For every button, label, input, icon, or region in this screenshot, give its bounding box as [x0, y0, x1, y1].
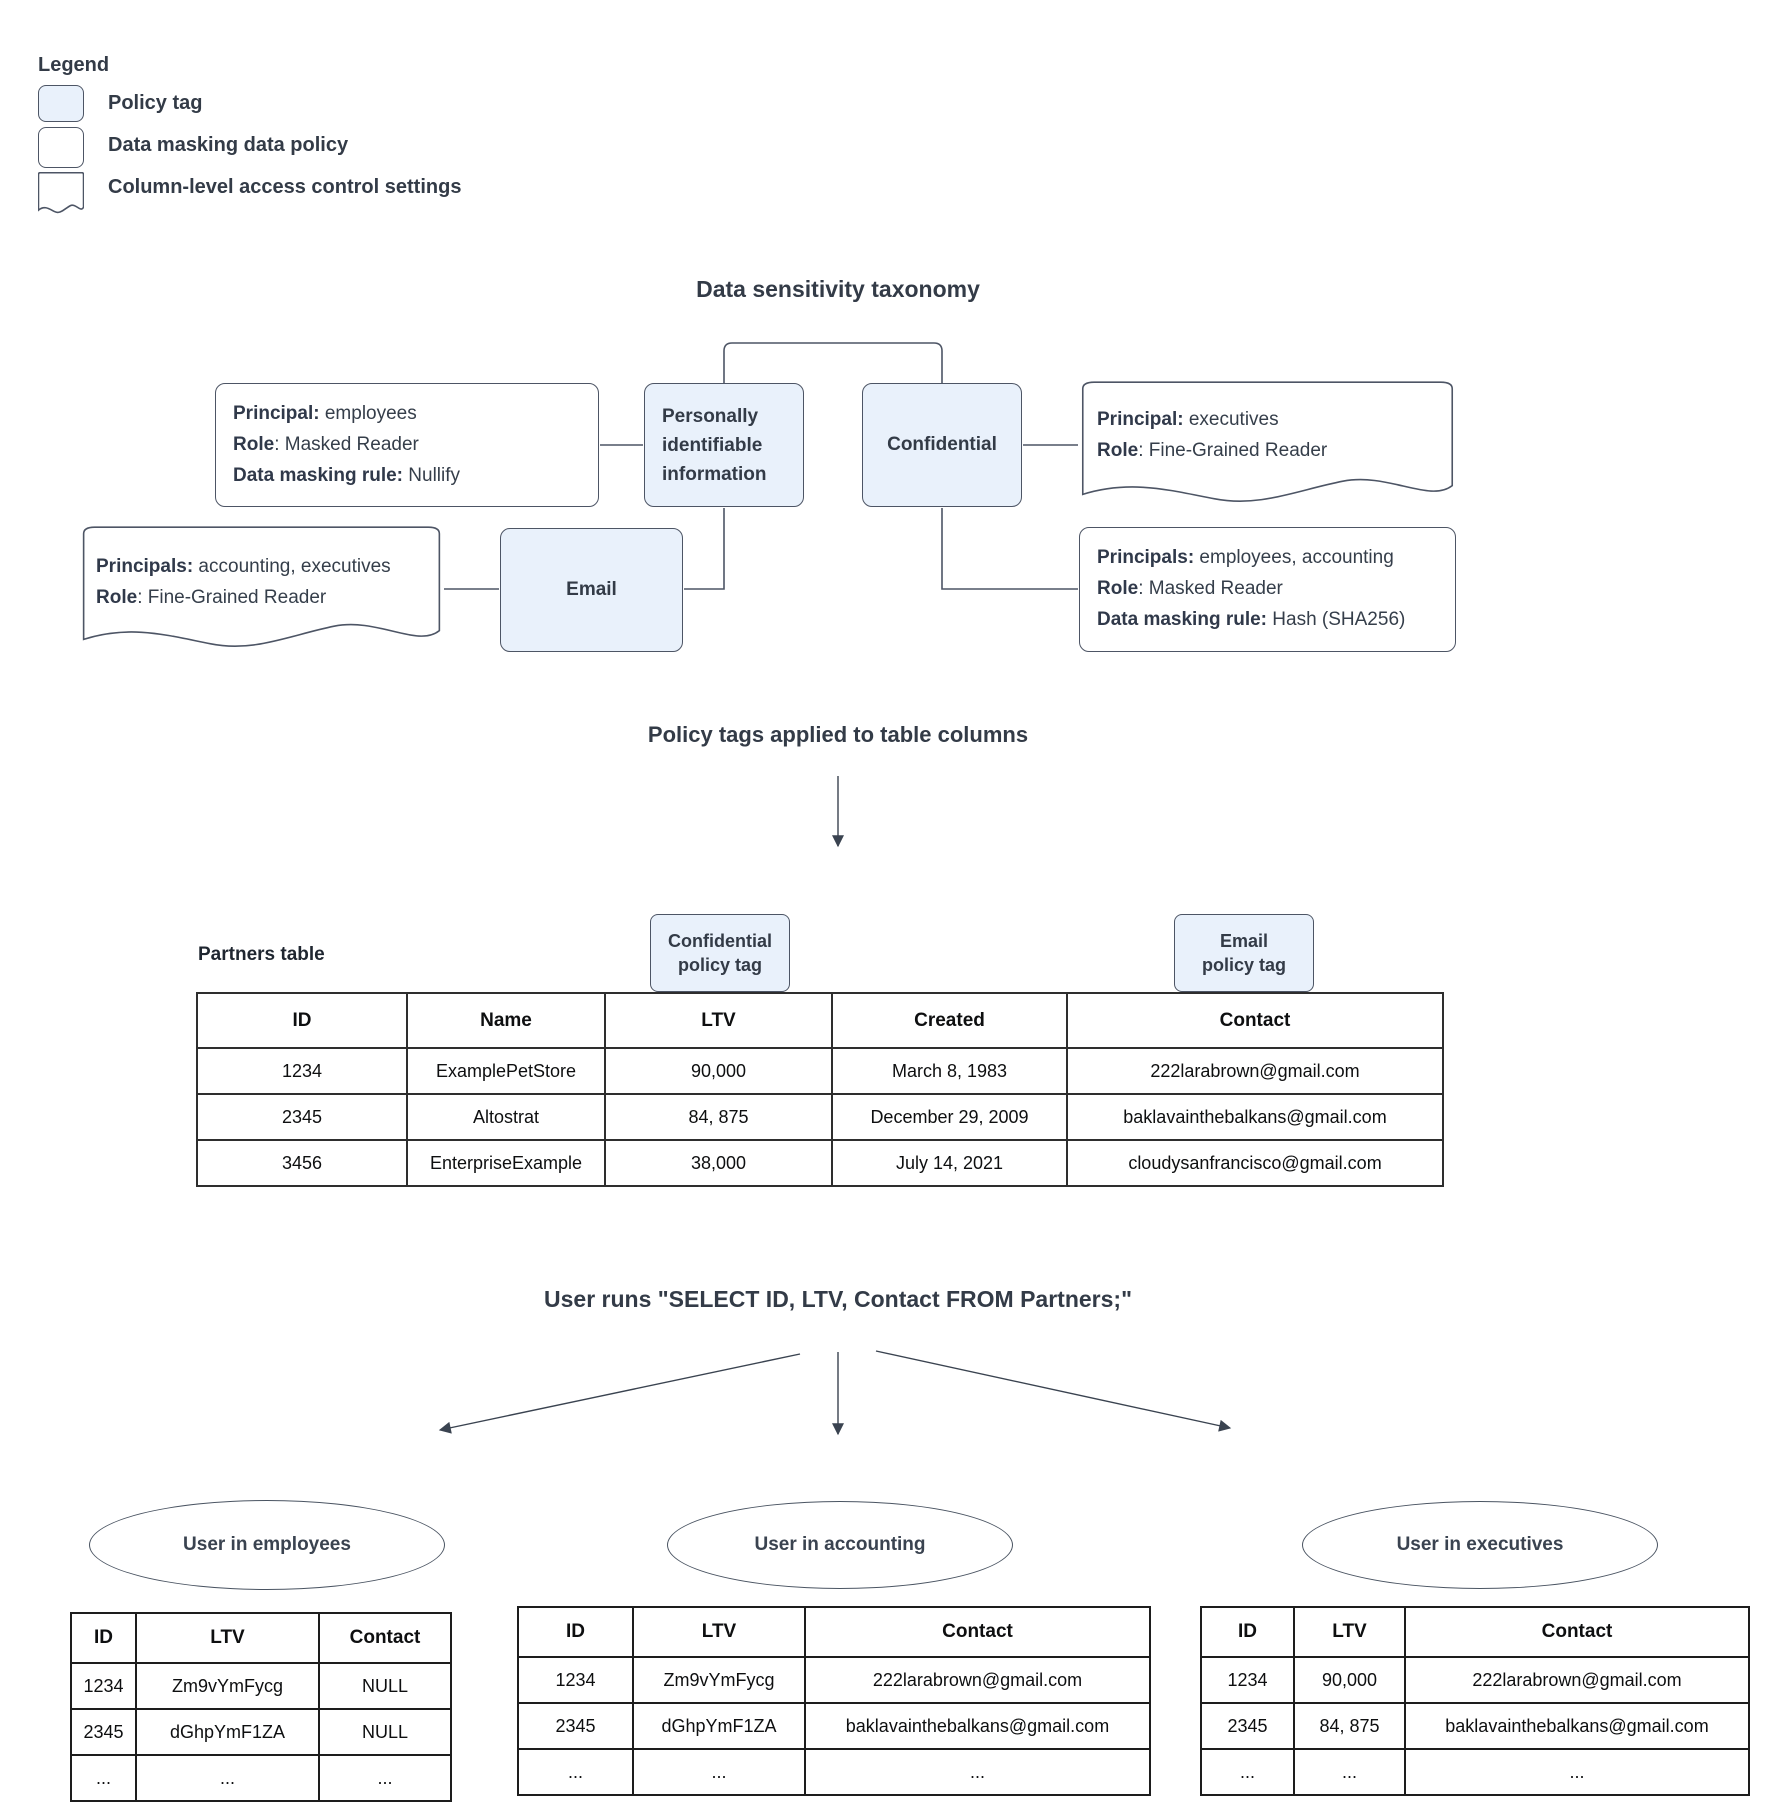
policy-line: Principal: executives	[1097, 409, 1279, 430]
access-control-swatch	[38, 172, 84, 216]
fan-arrow-right	[875, 1350, 1232, 1432]
table-header-row: ID Name LTV Created Contact	[196, 992, 1444, 1049]
user-employees-ellipse: User in employees	[89, 1500, 445, 1590]
user-accounting-ellipse: User in accounting	[667, 1501, 1013, 1589]
policy-line: Data masking rule: Nullify	[233, 465, 461, 486]
policy-line: Data masking rule: Hash (SHA256)	[1097, 609, 1406, 630]
connector-confidential-masking	[941, 508, 1078, 590]
table-row: ... ... ...	[517, 1748, 1151, 1796]
table-row: ... ... ...	[1200, 1748, 1750, 1796]
email-policy-tag: Email	[500, 528, 683, 652]
policy-line: Principals: accounting, executives	[96, 556, 391, 577]
table-row: 1234 90,000 222larabrown@gmail.com	[1200, 1656, 1750, 1704]
legend-access-control-label: Column-level access control settings	[108, 176, 462, 198]
policy-line: Principals: employees, accounting	[1097, 547, 1394, 568]
table-header-row: ID LTV Contact	[70, 1612, 452, 1664]
result-table-accounting: ID LTV Contact 1234 Zm9vYmFycg 222larabr…	[517, 1606, 1151, 1796]
masking-policy-confidential-box: Principals: employees, accounting Role: …	[1079, 527, 1456, 652]
table-row: 1234 ExamplePetStore 90,000 March 8, 198…	[196, 1047, 1444, 1095]
result-table-employees: ID LTV Contact 1234 Zm9vYmFycg NULL 2345…	[70, 1612, 452, 1802]
table-row: 1234 Zm9vYmFycg NULL	[70, 1662, 452, 1710]
tree-bracket-connector	[723, 342, 943, 384]
connector-email-pii	[684, 508, 725, 590]
table-row: 2345 dGhpYmF1ZA NULL	[70, 1708, 452, 1756]
access-control-confidential-box: Principal: executives Role: Fine-Grained…	[1079, 380, 1456, 512]
result-table-executives: ID LTV Contact 1234 90,000 222larabrown@…	[1200, 1606, 1750, 1796]
user-executives-ellipse: User in executives	[1302, 1501, 1658, 1589]
table-row: ... ... ...	[70, 1754, 452, 1802]
legend-data-policy-label: Data masking data policy	[108, 134, 349, 156]
table-row: 2345 Altostrat 84, 875 December 29, 2009…	[196, 1093, 1444, 1141]
confidential-tag-callout: Confidential policy tag	[650, 914, 790, 992]
policy-line: Role: Masked Reader	[233, 434, 419, 455]
table-header-row: ID LTV Contact	[1200, 1606, 1750, 1658]
policy-line: Role: Fine-Grained Reader	[1097, 440, 1328, 461]
partners-table: ID Name LTV Created Contact 1234 Example…	[196, 992, 1444, 1187]
fan-arrow-left	[438, 1353, 801, 1434]
query-title: User runs "SELECT ID, LTV, Contact FROM …	[544, 1286, 1132, 1312]
access-control-email-box: Principals: accounting, executives Role:…	[80, 525, 443, 657]
legend-policy-tag-label: Policy tag	[108, 92, 203, 114]
table-row: 2345 dGhpYmF1ZA baklavainthebalkans@gmai…	[517, 1702, 1151, 1750]
policy-line: Role: Fine-Grained Reader	[96, 587, 327, 608]
pii-policy-tag: Personally identifiable information	[644, 383, 804, 507]
masking-policy-pii-box: Principal: employees Role: Masked Reader…	[215, 383, 599, 507]
legend-title: Legend	[38, 54, 110, 76]
taxonomy-title: Data sensitivity taxonomy	[696, 276, 980, 302]
table-row: 1234 Zm9vYmFycg 222larabrown@gmail.com	[517, 1656, 1151, 1704]
policy-tag-swatch	[38, 85, 84, 122]
policy-line: Role: Masked Reader	[1097, 578, 1283, 599]
table-row: 2345 84, 875 baklavainthebalkans@gmail.c…	[1200, 1702, 1750, 1750]
confidential-policy-tag: Confidential	[862, 383, 1022, 507]
table-header-row: ID LTV Contact	[517, 1606, 1151, 1658]
policy-line: Principal: employees	[233, 403, 417, 424]
table-row: 3456 EnterpriseExample 38,000 July 14, 2…	[196, 1139, 1444, 1187]
applied-section-title: Policy tags applied to table columns	[647, 722, 1029, 747]
email-tag-callout: Email policy tag	[1174, 914, 1314, 992]
partners-table-label: Partners table	[198, 944, 325, 965]
data-policy-swatch	[38, 127, 84, 168]
